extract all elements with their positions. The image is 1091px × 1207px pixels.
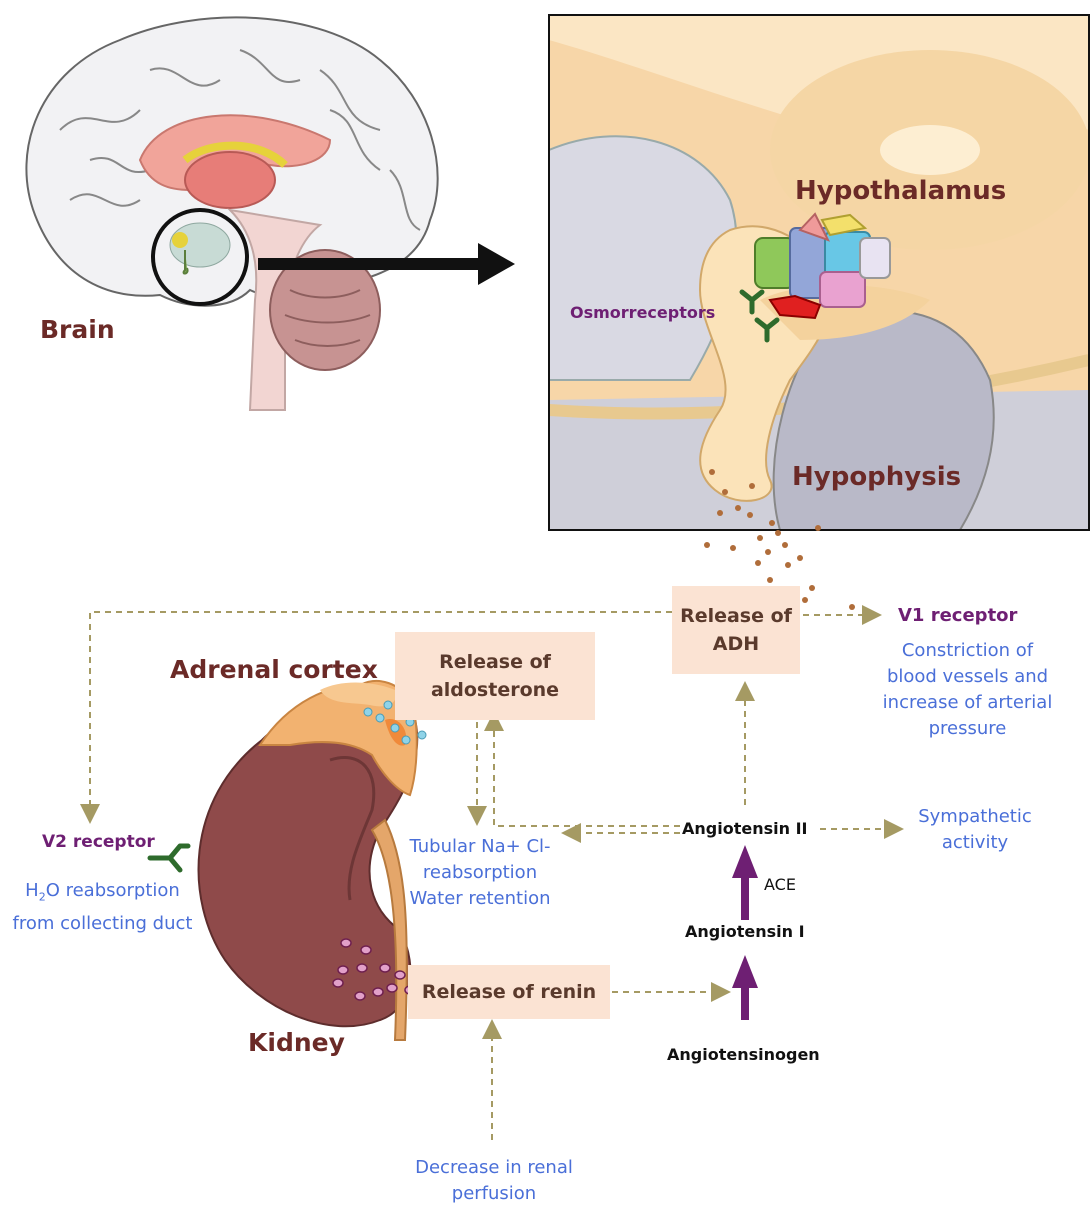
hypophysis-label: Hypophysis bbox=[792, 462, 961, 492]
kidney-label: Kidney bbox=[248, 1028, 345, 1057]
osmoreceptors-label: Osmorreceptors bbox=[570, 303, 715, 322]
angiotensin-ii-label: Angiotensin II bbox=[682, 819, 807, 838]
angiotensinogen-label: Angiotensinogen bbox=[667, 1045, 820, 1064]
v1-effect-text: Constriction of blood vessels and increa… bbox=[875, 638, 1060, 742]
brain-illustration bbox=[26, 17, 437, 410]
adrenal-cortex-label: Adrenal cortex bbox=[170, 655, 378, 684]
decrease-renal-perfusion-text: Decrease in renal perfusion bbox=[405, 1155, 583, 1207]
v2-receptor-label: V2 receptor bbox=[42, 832, 155, 852]
v1-receptor-label: V1 receptor bbox=[898, 605, 1017, 626]
hypothalamus-panel bbox=[549, 15, 1090, 530]
tubular-effect-text: Tubular Na+ Cl- reabsorption Water reten… bbox=[395, 834, 565, 912]
sympathetic-activity-text: Sympathetic activity bbox=[905, 804, 1045, 856]
hypothalamus-label: Hypothalamus bbox=[795, 176, 1006, 206]
kidney-illustration bbox=[199, 681, 418, 1040]
v2-effect-text: H2O reabsorption from collecting duct bbox=[5, 878, 200, 937]
release-renin-box: Release of renin bbox=[408, 965, 610, 1019]
release-adh-box: Release of ADH bbox=[672, 586, 800, 674]
angiotensin-i-label: Angiotensin I bbox=[685, 922, 805, 941]
brain-label: Brain bbox=[40, 315, 115, 344]
ace-label: ACE bbox=[764, 875, 796, 894]
release-aldosterone-box: Release of aldosterone bbox=[395, 632, 595, 720]
v2-receptor-icon bbox=[150, 846, 188, 870]
